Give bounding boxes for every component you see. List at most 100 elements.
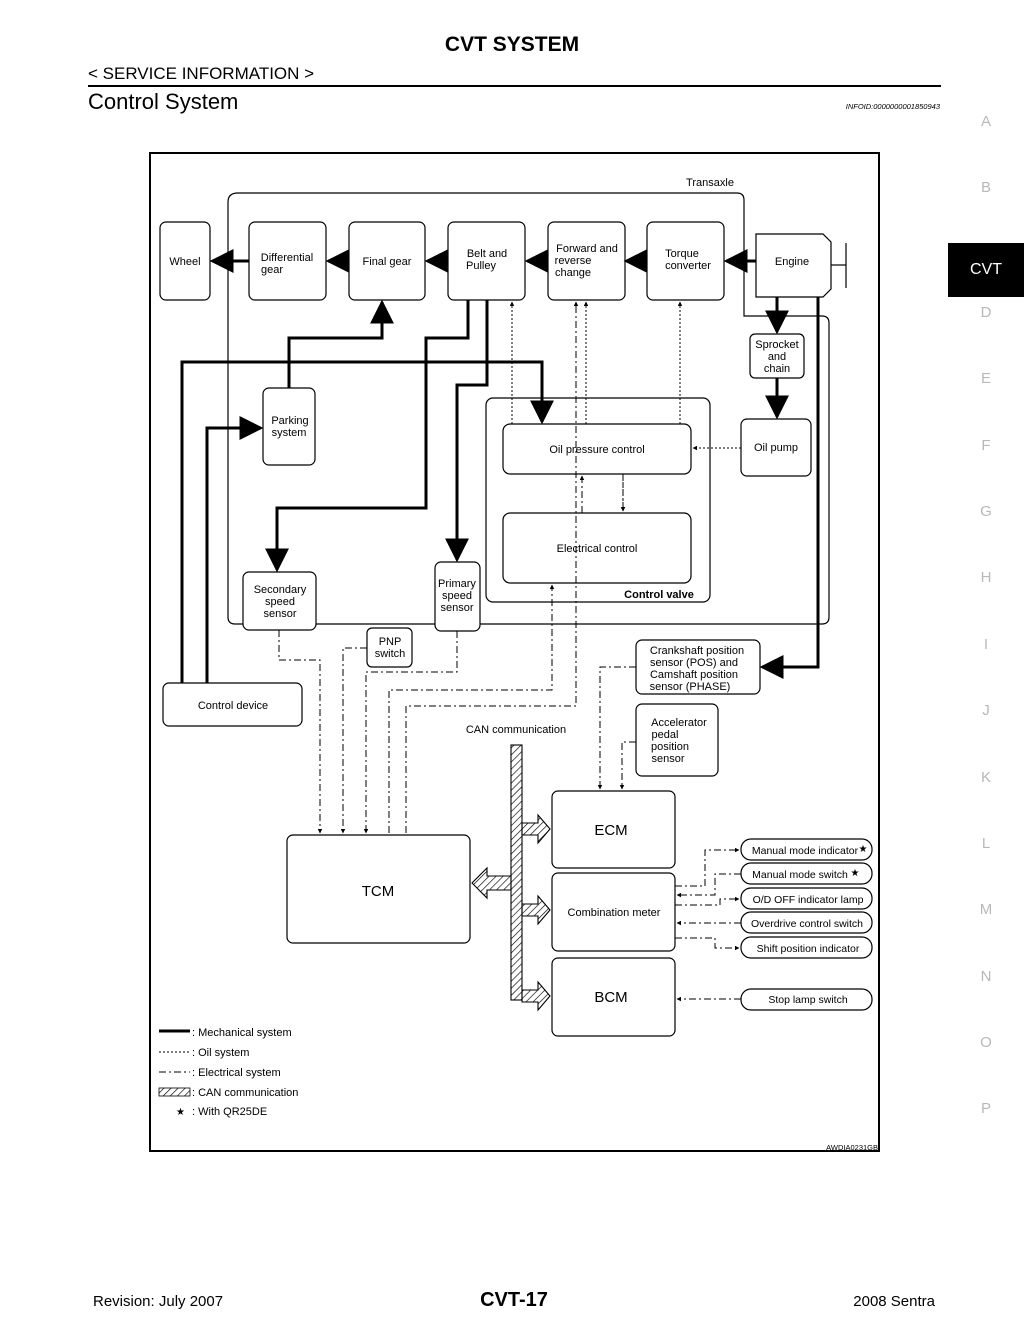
differential-label: Differential [261, 252, 313, 264]
revision-date: Revision: July 2007 [93, 1293, 224, 1310]
accel-label-3: position [651, 741, 689, 753]
tab-a[interactable]: A [980, 113, 991, 130]
tab-o[interactable]: O [980, 1034, 992, 1052]
mech-belt-to-primary [445, 300, 489, 563]
tab-f[interactable]: F [981, 436, 991, 454]
tab-k[interactable]: K [980, 768, 991, 786]
control-valve-label: Control valve [624, 589, 694, 601]
pill-manual-mode-indicator [740, 838, 873, 861]
elec-primary-to-tcm [363, 631, 458, 834]
pill-label-shift: Shift position indicator [757, 943, 860, 955]
figure-id: AWDIA0231GB [826, 1143, 878, 1152]
legend-star-icon: ★ [176, 1107, 185, 1118]
tab-b[interactable]: B [980, 179, 991, 197]
star-icon: ★ [859, 844, 868, 855]
engine-box [755, 233, 832, 298]
belt-label-2: Pulley [466, 260, 496, 272]
elec-accel-to-ecm [619, 741, 636, 790]
pill-label-stop: Stop lamp switch [768, 994, 848, 1006]
pnp-label: PNP [379, 636, 402, 648]
elec-meter-to-odoff [675, 896, 740, 906]
can-arrow-tcm [471, 866, 512, 900]
tab-d[interactable]: D [980, 303, 992, 321]
tab-p[interactable]: P [980, 1100, 991, 1118]
tab-cvt[interactable]: CVT [948, 242, 1024, 297]
tab-i[interactable]: I [983, 635, 989, 653]
elec-secondary-to-tcm [278, 630, 323, 834]
accel-label: Accelerator [651, 717, 707, 729]
forward-label-3: change [555, 267, 591, 279]
electrical-control-box [502, 512, 692, 584]
sprocket-label-2: and [768, 351, 786, 363]
crank-label: Crankshaft position [650, 645, 744, 657]
legend-label-star: : With QR25DE [192, 1106, 267, 1118]
bcm-box [551, 957, 676, 1037]
engine-shaft-icon [831, 243, 847, 288]
elec-crank-to-ecm [597, 666, 636, 790]
engine-label: Engine [775, 256, 809, 268]
legend-label-can: : CAN communication [192, 1087, 298, 1099]
legend-label-electrical: : Electrical system [192, 1067, 281, 1079]
transaxle-outline [227, 192, 830, 625]
can-bus-trunk [510, 744, 523, 1001]
pill-shift-position [740, 936, 873, 959]
can-arrow-meter [521, 894, 551, 926]
elec-meter-to-indicator [675, 847, 740, 887]
cvt-control-diagram: Transaxle Wheel Differential gear Final … [158, 177, 878, 1152]
tab-j[interactable]: J [982, 702, 990, 720]
elec-meter-to-shift [675, 937, 740, 951]
mech-control-to-parking [205, 416, 264, 683]
pnp-label-2: switch [375, 648, 406, 660]
mech-belt-to-secondary [265, 300, 470, 573]
pill-label-overdrive: Overdrive control switch [751, 918, 863, 930]
can-arrow-bcm [521, 980, 551, 1012]
secondary-label: Secondary [254, 584, 307, 596]
model-name: 2008 Sentra [853, 1293, 935, 1310]
crank-label-3: Camshaft position [650, 669, 738, 681]
elec-pnp-to-tcm [340, 647, 367, 834]
tab-n[interactable]: N [980, 967, 992, 985]
page-title: CVT SYSTEM [444, 33, 580, 56]
header-rule [88, 85, 941, 87]
torque-label: Torque [665, 248, 699, 260]
elec-tcm-to-electrical [388, 584, 555, 833]
oil-pressure-control-box [502, 423, 692, 475]
tab-g[interactable]: G [980, 502, 992, 520]
legend-label-oil: : Oil system [192, 1047, 249, 1059]
tab-e[interactable]: E [980, 370, 991, 388]
tcm-box [286, 834, 471, 944]
accel-label-4: sensor [651, 753, 684, 765]
can-label: CAN communication [466, 724, 566, 736]
sprocket-label: Sprocket [755, 339, 798, 351]
parking-label: Parking [271, 415, 308, 427]
control-valve-region [485, 397, 711, 603]
tab-m[interactable]: M [979, 901, 993, 919]
transaxle-label: Transaxle [686, 177, 734, 189]
bcm-label: BCM [594, 989, 627, 1006]
oil-pressure-label: Oil pressure control [549, 444, 644, 456]
mech-control-to-oilpressure [180, 360, 554, 683]
tab-h[interactable]: H [980, 569, 992, 587]
tab-l[interactable]: L [981, 834, 991, 852]
section-breadcrumb: < SERVICE INFORMATION > [88, 64, 315, 83]
primary-label-3: sensor [440, 602, 473, 614]
info-id: INFOID:0000000001850943 [845, 102, 940, 111]
pill-od-off-lamp [740, 887, 873, 910]
forward-label: Forward and [556, 243, 618, 255]
ecm-label: ECM [594, 822, 627, 839]
ecm-box [551, 790, 676, 869]
crank-label-2: sensor (POS) and [650, 657, 738, 669]
primary-label-2: speed [442, 590, 472, 602]
elec-tcm-to-forward [405, 301, 579, 833]
diagram-frame [149, 152, 880, 1152]
pill-label-manual-indicator: Manual mode indicator [752, 845, 859, 857]
tcm-label: TCM [362, 883, 395, 900]
legend-label-mechanical: : Mechanical system [192, 1027, 292, 1039]
oil-pump-label: Oil pump [754, 442, 798, 454]
page-number: CVT-17 [480, 1289, 548, 1311]
accel-label-2: pedal [652, 729, 679, 741]
star-icon: ★ [851, 868, 860, 879]
combination-meter-box [551, 872, 676, 952]
belt-label: Belt and [467, 248, 507, 260]
control-device-label: Control device [198, 700, 268, 712]
